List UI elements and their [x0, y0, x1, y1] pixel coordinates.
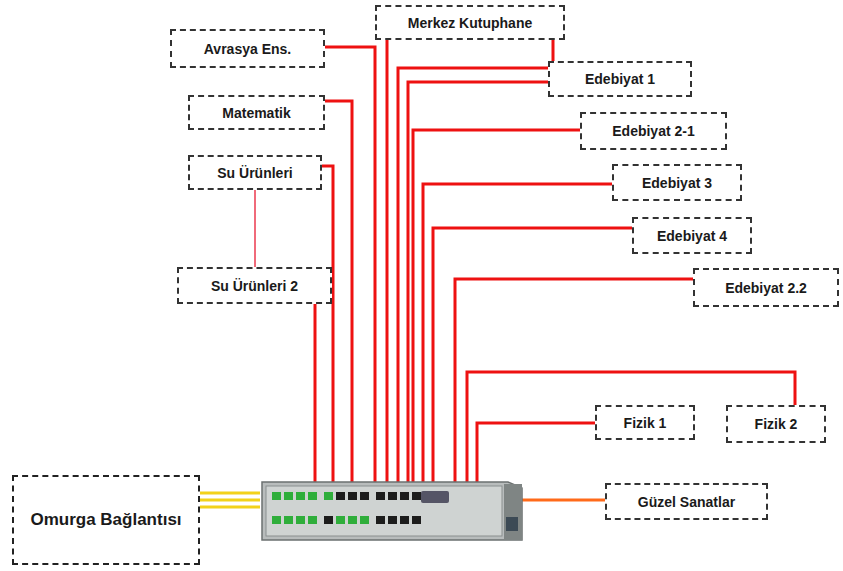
link-line [254, 190, 256, 267]
switch-port [272, 516, 281, 524]
switch-port [412, 492, 421, 500]
switch-port [324, 492, 333, 500]
building-box: Güzel Sanatlar [605, 483, 768, 520]
building-box: Merkez Kutuphane [375, 5, 565, 40]
cable [433, 228, 632, 482]
building-label: Edebiyat 2-1 [612, 123, 694, 139]
building-label: Edebiyat 3 [642, 175, 712, 191]
switch-port [308, 516, 317, 524]
building-box: Edebiyat 4 [632, 217, 752, 254]
switch-port [360, 516, 369, 524]
building-box: Matematik [188, 95, 325, 130]
building-label: Güzel Sanatlar [638, 494, 735, 510]
building-box: Fizik 2 [726, 405, 826, 443]
backbone-box: Omurga Bağlantısı [12, 475, 200, 565]
switch-port [360, 492, 369, 500]
switch-port [272, 492, 281, 500]
building-box: Edebiyat 2-1 [580, 112, 727, 150]
switch-port [400, 516, 409, 524]
switch-port [388, 516, 397, 524]
switch-port [296, 516, 305, 524]
cable [477, 423, 595, 482]
switch-port [308, 492, 317, 500]
cable [520, 499, 605, 502]
building-box: Su Ürünleri 2 [177, 267, 332, 304]
building-box: Edebiyat 2.2 [693, 268, 839, 307]
building-label: Fizik 1 [624, 415, 667, 431]
switch-port [388, 492, 397, 500]
building-label: Edebiyat 2.2 [725, 280, 807, 296]
building-label: Su Ürünleri 2 [211, 278, 298, 294]
building-box: Avrasya Ens. [170, 29, 325, 68]
fiber-link [200, 499, 260, 502]
building-label: Matematik [222, 105, 290, 121]
building-label: Edebiyat 4 [657, 228, 727, 244]
cable [386, 40, 389, 482]
cable [325, 47, 375, 482]
building-box: Su Ürünleri [188, 155, 322, 190]
switch-port [324, 516, 333, 524]
switch-port [348, 516, 357, 524]
switch-port [284, 516, 293, 524]
fiber-link [200, 506, 260, 509]
building-label: Merkez Kutuphane [408, 15, 532, 31]
cable [314, 304, 317, 482]
switch-port [296, 492, 305, 500]
switch-port [284, 492, 293, 500]
switch-port [376, 492, 385, 500]
fiber-link [200, 492, 260, 495]
building-box: Edebiyat 1 [548, 61, 692, 97]
building-box: Fizik 1 [595, 405, 695, 440]
building-label: Avrasya Ens. [204, 41, 291, 57]
switch-port [336, 516, 345, 524]
building-box: Edebiyat 3 [612, 164, 742, 201]
cable [398, 40, 553, 482]
building-label: Fizik 2 [755, 416, 798, 432]
switch-port [336, 492, 345, 500]
switch-port [348, 492, 357, 500]
network-switch [262, 482, 522, 540]
switch-port [412, 516, 421, 524]
building-label: Omurga Bağlantısı [30, 509, 181, 530]
building-label: Edebiyat 1 [585, 71, 655, 87]
building-label: Su Ürünleri [217, 165, 292, 181]
cable [322, 166, 333, 482]
switch-port [376, 516, 385, 524]
switch-port [400, 492, 409, 500]
cable [455, 279, 693, 482]
